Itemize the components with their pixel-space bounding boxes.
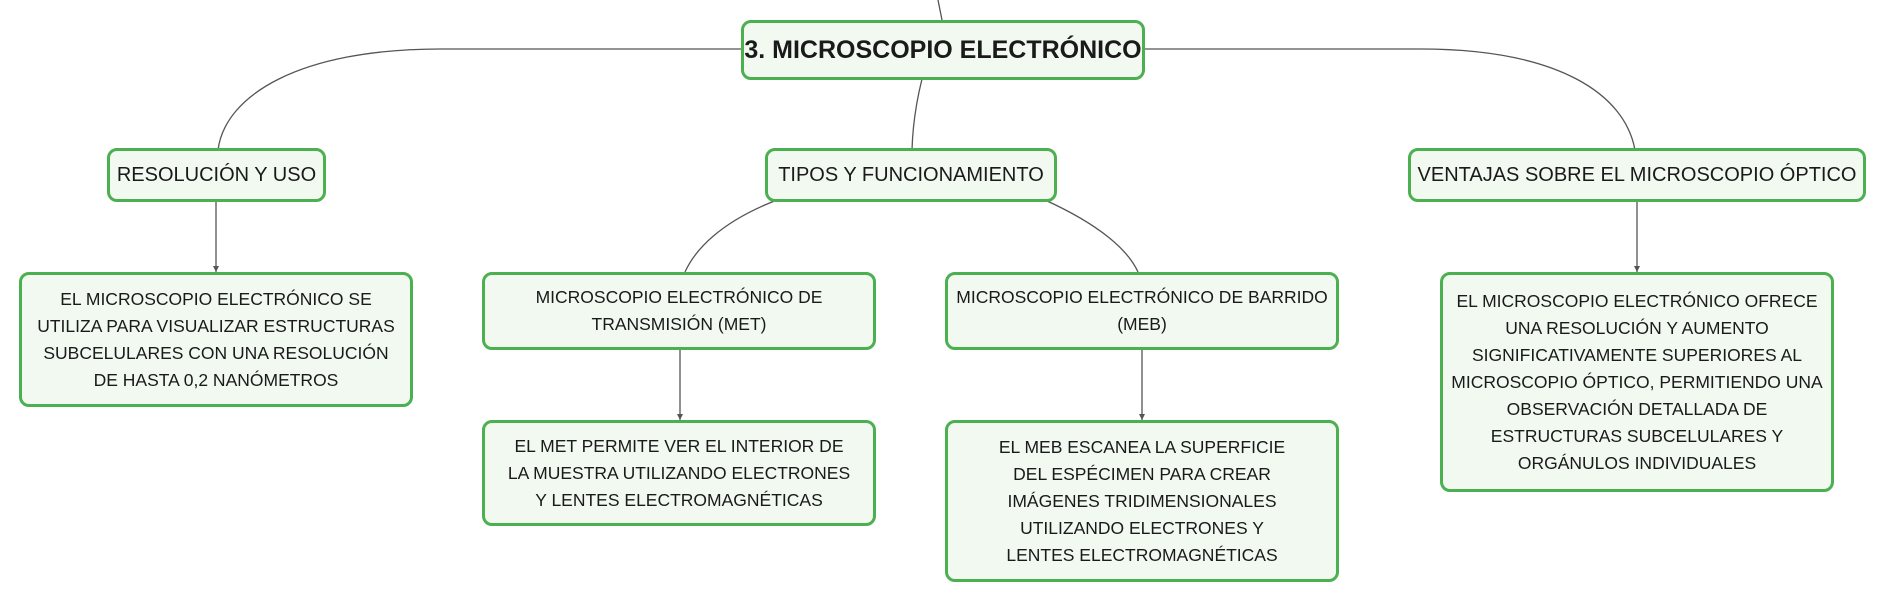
leaf-meb-detail[interactable]: EL MEB ESCANEA LA SUPERFICIE DEL ESPÉCIM… (945, 420, 1339, 582)
topic-label: RESOLUCIÓN Y USO (116, 163, 317, 186)
leaf-text: EL MEB ESCANEA LA SUPERFICIE DEL ESPÉCIM… (998, 436, 1286, 565)
leaf-ventajas-detail[interactable]: EL MICROSCOPIO ELECTRÓNICO OFRECE UNA RE… (1440, 272, 1834, 492)
leaf-met-detail[interactable]: EL MET PERMITE VER EL INTERIOR DE LA MUE… (482, 420, 876, 526)
subtopic-meb[interactable]: MICROSCOPIO ELECTRÓNICO DE BARRIDO (MEB) (945, 272, 1339, 350)
subtopic-met[interactable]: MICROSCOPIO ELECTRÓNICO DE TRANSMISIÓN (… (482, 272, 876, 350)
topic-label: VENTAJAS SOBRE EL MICROSCOPIO ÓPTICO (1417, 163, 1857, 186)
connector-parent-root (937, 0, 943, 21)
subtopic-label: MICROSCOPIO ELECTRÓNICO DE TRANSMISIÓN (… (535, 287, 823, 334)
leaf-text: EL MICROSCOPIO ELECTRÓNICO SE UTILIZA PA… (37, 288, 395, 390)
leaf-text: EL MICROSCOPIO ELECTRÓNICO OFRECE UNA RE… (1451, 290, 1823, 473)
topic-tipos-y-funcionamiento[interactable]: TIPOS Y FUNCIONAMIENTO (765, 148, 1057, 202)
connector-tipos-met (684, 199, 778, 273)
topic-resolucion-y-uso[interactable]: RESOLUCIÓN Y USO (107, 148, 326, 202)
topic-label: TIPOS Y FUNCIONAMIENTO (778, 163, 1044, 186)
connector-root-tipos (911, 78, 923, 151)
leaf-resolucion-detail[interactable]: EL MICROSCOPIO ELECTRÓNICO SE UTILIZA PA… (19, 272, 413, 407)
root-node[interactable]: 3. MICROSCOPIO ELECTRÓNICO (741, 20, 1145, 80)
root-label: 3. MICROSCOPIO ELECTRÓNICO (744, 35, 1142, 64)
connector-tipos-meb (1044, 199, 1139, 273)
leaf-text: EL MET PERMITE VER EL INTERIOR DE LA MUE… (507, 435, 851, 510)
topic-ventajas[interactable]: VENTAJAS SOBRE EL MICROSCOPIO ÓPTICO (1408, 148, 1866, 202)
connector-root-resolucion (217, 48, 741, 151)
connector-root-ventajas (1145, 48, 1636, 151)
subtopic-label: MICROSCOPIO ELECTRÓNICO DE BARRIDO (MEB) (956, 287, 1328, 334)
